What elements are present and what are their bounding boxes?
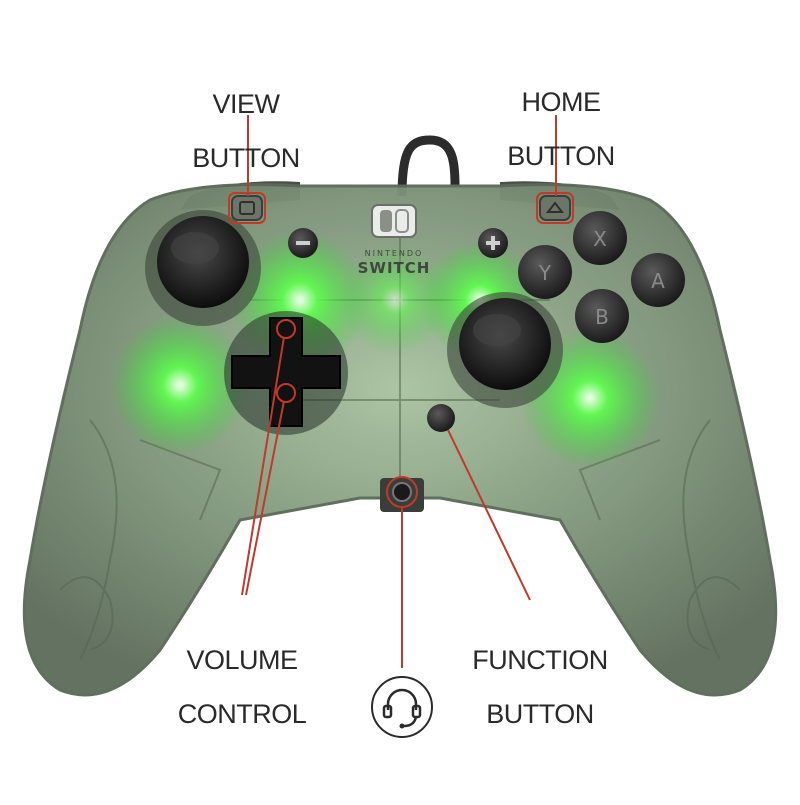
x-button-label: X: [593, 227, 607, 251]
home-callout-line1: HOME: [521, 87, 602, 117]
led-glow-center: [340, 245, 450, 355]
switch-logo: [371, 204, 417, 238]
function-callout-line1: FUNCTION: [472, 645, 608, 675]
branding-line1: NINTENDO: [365, 249, 424, 258]
home-button-callout: HOME BUTTON: [486, 62, 636, 197]
view-button-callout: VIEW BUTTON: [176, 64, 316, 199]
dpad[interactable]: [231, 317, 341, 427]
view-callout-line1: VIEW: [212, 89, 280, 119]
led-glow-left: [110, 315, 250, 455]
x-button[interactable]: [573, 211, 627, 265]
a-button[interactable]: [631, 253, 685, 307]
branding-line2: SWITCH: [358, 259, 431, 277]
function-button[interactable]: [427, 404, 455, 432]
callout-lines: [228, 115, 574, 668]
minus-icon: [296, 241, 310, 245]
audio-jack[interactable]: [392, 482, 412, 502]
volume-control-callout: VOLUME CONTROL: [152, 620, 332, 755]
view-button[interactable]: [231, 195, 263, 221]
headset-icon: [371, 676, 433, 738]
view-button-icon: [239, 201, 255, 215]
b-button-label: B: [595, 305, 609, 329]
home-callout-line2: BUTTON: [507, 141, 615, 171]
volume-callout-line1: VOLUME: [186, 645, 298, 675]
home-icon: [545, 201, 565, 213]
usb-cable: [397, 135, 460, 197]
home-button[interactable]: [539, 195, 571, 221]
face-buttons: X Y A B: [518, 211, 685, 343]
y-button-label: Y: [538, 261, 552, 285]
function-button-callout: FUNCTION BUTTON: [455, 620, 625, 755]
y-button[interactable]: [518, 245, 572, 299]
function-callout-line2: BUTTON: [486, 699, 594, 729]
volume-callout-line2: CONTROL: [177, 699, 307, 729]
b-button[interactable]: [575, 289, 629, 343]
a-button-label: A: [651, 269, 665, 293]
view-callout-line2: BUTTON: [192, 143, 300, 173]
